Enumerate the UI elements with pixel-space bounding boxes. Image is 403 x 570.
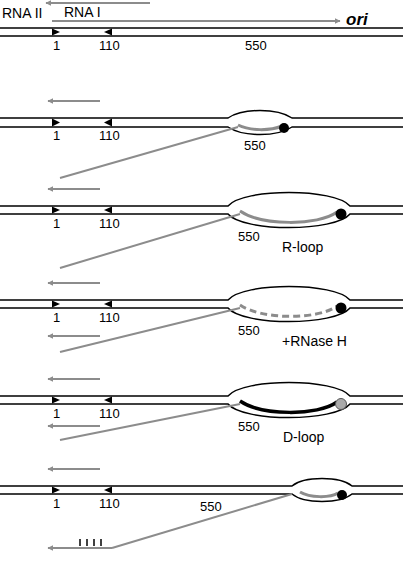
- pairing-hatch: [100, 539, 102, 546]
- rna-i-arrow: [48, 547, 112, 549]
- structure-label: R-loop: [282, 240, 323, 255]
- position-number: 110: [99, 407, 120, 421]
- position-number: 110: [99, 39, 120, 53]
- promoter-triangle: [104, 207, 112, 214]
- rna-hybrid: [238, 125, 282, 130]
- rna-ii-strand: [60, 214, 240, 268]
- polymerase-dot: [279, 123, 289, 133]
- rna-name: RNA I: [64, 5, 101, 20]
- rna-i-arrow: [48, 378, 100, 380]
- position-number: 1: [53, 217, 60, 231]
- pairing-hatch: [79, 539, 81, 546]
- position-number: 1: [53, 39, 60, 53]
- position-number: 550: [200, 500, 222, 514]
- structure-label: +RNase H: [282, 334, 347, 349]
- position-number: 1: [53, 129, 60, 143]
- position-number: 110: [99, 311, 120, 325]
- rna-ii-strand: [60, 127, 238, 178]
- rna-i-arrow: [48, 282, 100, 284]
- position-number: 550: [238, 230, 260, 244]
- position-number: 110: [99, 129, 120, 143]
- dna-strand: [0, 127, 403, 135]
- dna-strand: [0, 383, 403, 397]
- position-number: 550: [244, 139, 266, 153]
- dna-strand: [0, 111, 403, 119]
- position-number: 550: [238, 324, 260, 338]
- promoter-triangle: [104, 487, 112, 494]
- rna-ii-arrow: [52, 20, 340, 22]
- rna-ii-strand: [60, 404, 240, 440]
- polymerase-dot: [336, 209, 347, 220]
- promoter-triangle: [52, 301, 60, 308]
- promoter-triangle: [104, 301, 112, 308]
- dna-strand: [0, 35, 403, 37]
- promoter-triangle: [52, 397, 60, 404]
- rna-hybrid: [240, 211, 337, 222]
- promoter-triangle: [52, 119, 60, 127]
- rna-i-arrow: [48, 425, 100, 427]
- rna-ii-strand: [60, 308, 240, 352]
- polymerase-dot: [337, 490, 347, 500]
- rna-hybrid-digested: [240, 305, 337, 316]
- new-dna: [240, 401, 337, 412]
- pairing-hatch: [86, 539, 88, 546]
- rna-i-arrow: [48, 468, 100, 470]
- rna-i-arrow: [48, 188, 100, 190]
- rna-i-arrow: [48, 100, 100, 102]
- dna-strand: [0, 479, 403, 487]
- dna-strand: [0, 27, 403, 29]
- position-number: 550: [245, 39, 267, 53]
- position-number: 110: [99, 497, 120, 511]
- promoter-triangle: [104, 29, 112, 36]
- position-number: 110: [99, 217, 120, 231]
- position-number: 1: [53, 407, 60, 421]
- rna-i-arrow: [48, 335, 100, 337]
- rna-ii-strand: [112, 494, 292, 548]
- promoter-triangle: [52, 207, 60, 214]
- position-number: 550: [238, 420, 260, 434]
- polymerase-dot: [336, 303, 347, 314]
- rna-hybrid: [300, 492, 338, 497]
- polymerase-dot: [336, 399, 347, 410]
- rna-name: RNA II: [2, 6, 42, 21]
- structure-label: D-loop: [283, 430, 324, 445]
- pairing-hatch: [93, 539, 95, 546]
- position-number: 1: [53, 497, 60, 511]
- promoter-triangle: [52, 487, 60, 494]
- promoter-triangle: [104, 119, 112, 127]
- rna-i-arrow: [46, 2, 150, 4]
- promoter-triangle: [104, 397, 112, 404]
- dna-strand: [0, 287, 403, 301]
- promoter-triangle: [52, 29, 60, 36]
- dna-strand: [0, 193, 403, 207]
- position-number: 1: [53, 311, 60, 325]
- origin-label: ori: [346, 11, 368, 30]
